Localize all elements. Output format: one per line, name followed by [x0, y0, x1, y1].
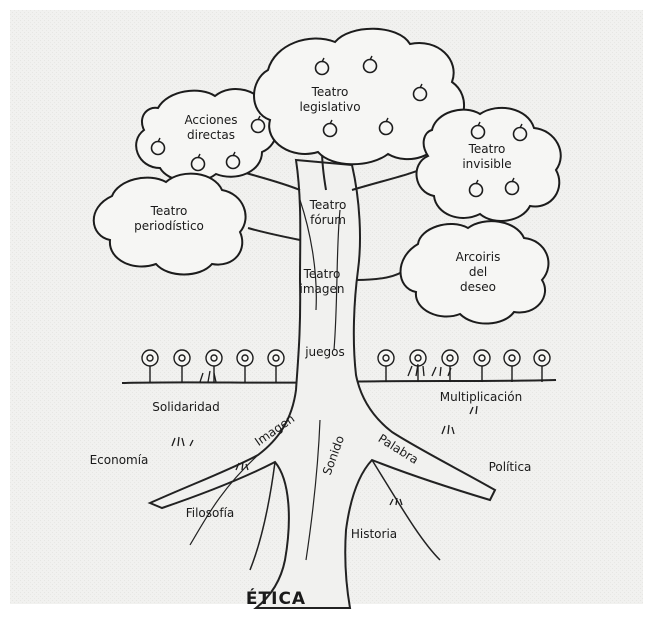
label-teatro-legislativo-line1: Teatro	[311, 85, 349, 99]
label-teatro-periodistico: Teatro periodístico	[124, 204, 214, 234]
flower-icon	[441, 349, 459, 382]
cloud-acciones-directas	[135, 87, 278, 183]
apple-icon	[412, 86, 428, 102]
label-teatro-periodistico-line1: Teatro	[150, 204, 188, 218]
apple-icon	[362, 58, 378, 74]
label-arcoiris-del-deseo: Arcoiris del deseo	[448, 250, 508, 295]
label-politica: Política	[488, 460, 532, 474]
flower-icon	[173, 349, 191, 383]
label-solidaridad: Solidaridad	[152, 400, 220, 414]
label-teatro-periodistico-line2: periodístico	[134, 219, 204, 233]
label-teatro-invisible: Teatro invisible	[452, 142, 522, 172]
label-teatro-invisible-line2: invisible	[462, 157, 512, 171]
apple-icon	[504, 180, 520, 196]
apple-icon	[322, 122, 338, 138]
flower-icon	[236, 349, 254, 383]
label-teatro-legislativo: Teatro legislativo	[290, 85, 370, 115]
cloud-arcoiris-del-deseo	[399, 220, 550, 325]
grass-tuft-icon	[407, 363, 452, 377]
apple-icon	[468, 182, 484, 198]
flower-icon	[473, 349, 491, 382]
label-teatro-forum-line2: fórum	[310, 213, 346, 227]
apple-icon	[378, 120, 394, 136]
apple-icon	[150, 140, 166, 156]
grass-tuft-icon	[171, 436, 194, 447]
flower-icon	[533, 349, 551, 382]
cloud-teatro-periodistico	[92, 172, 247, 276]
grass-tuft-icon	[469, 405, 478, 415]
tree-trunk	[147, 149, 497, 609]
label-filosofia: Filosofía	[185, 506, 235, 520]
grass-tuft-icon	[441, 424, 455, 435]
label-arcoiris-del-deseo-line3: deseo	[460, 280, 496, 294]
label-historia: Historia	[350, 527, 398, 541]
label-economia: Economía	[89, 453, 149, 467]
label-teatro-imagen-line2: imagen	[299, 282, 345, 296]
grass-tuft-icon	[235, 461, 249, 471]
label-teatro-imagen-line1: Teatro	[303, 267, 341, 281]
flower-icon	[503, 349, 521, 382]
flowers-left	[141, 349, 285, 383]
label-teatro-invisible-line1: Teatro	[468, 142, 506, 156]
apple-icon	[250, 118, 266, 134]
label-arcoiris-del-deseo-line2: del	[468, 265, 488, 279]
apple-icon	[314, 60, 330, 76]
label-multiplicacion: Multiplicación	[439, 390, 523, 404]
label-juegos: juegos	[305, 345, 345, 359]
label-teatro-forum-line1: Teatro	[309, 198, 347, 212]
label-teatro-forum: Teatro fórum	[298, 198, 358, 228]
label-teatro-legislativo-line2: legislativo	[299, 100, 361, 114]
flower-icon	[141, 349, 159, 383]
grass-tuft-icon	[389, 497, 403, 506]
label-acciones-directas: Acciones directas	[176, 113, 246, 143]
label-arcoiris-del-deseo-line1: Arcoiris	[455, 250, 501, 264]
label-etica: ÉTICA	[245, 589, 307, 609]
apple-icon	[470, 124, 486, 140]
label-acciones-directas-line2: directas	[187, 128, 235, 142]
grass-tuft-icon	[199, 370, 217, 383]
apple-icon	[190, 156, 206, 172]
flower-icon	[267, 349, 285, 383]
apple-icon	[225, 154, 241, 170]
label-acciones-directas-line1: Acciones	[184, 113, 238, 127]
flowers-right	[377, 349, 551, 382]
flower-icon	[377, 349, 395, 382]
apple-icon	[512, 126, 528, 142]
label-teatro-imagen: Teatro imagen	[290, 267, 354, 297]
